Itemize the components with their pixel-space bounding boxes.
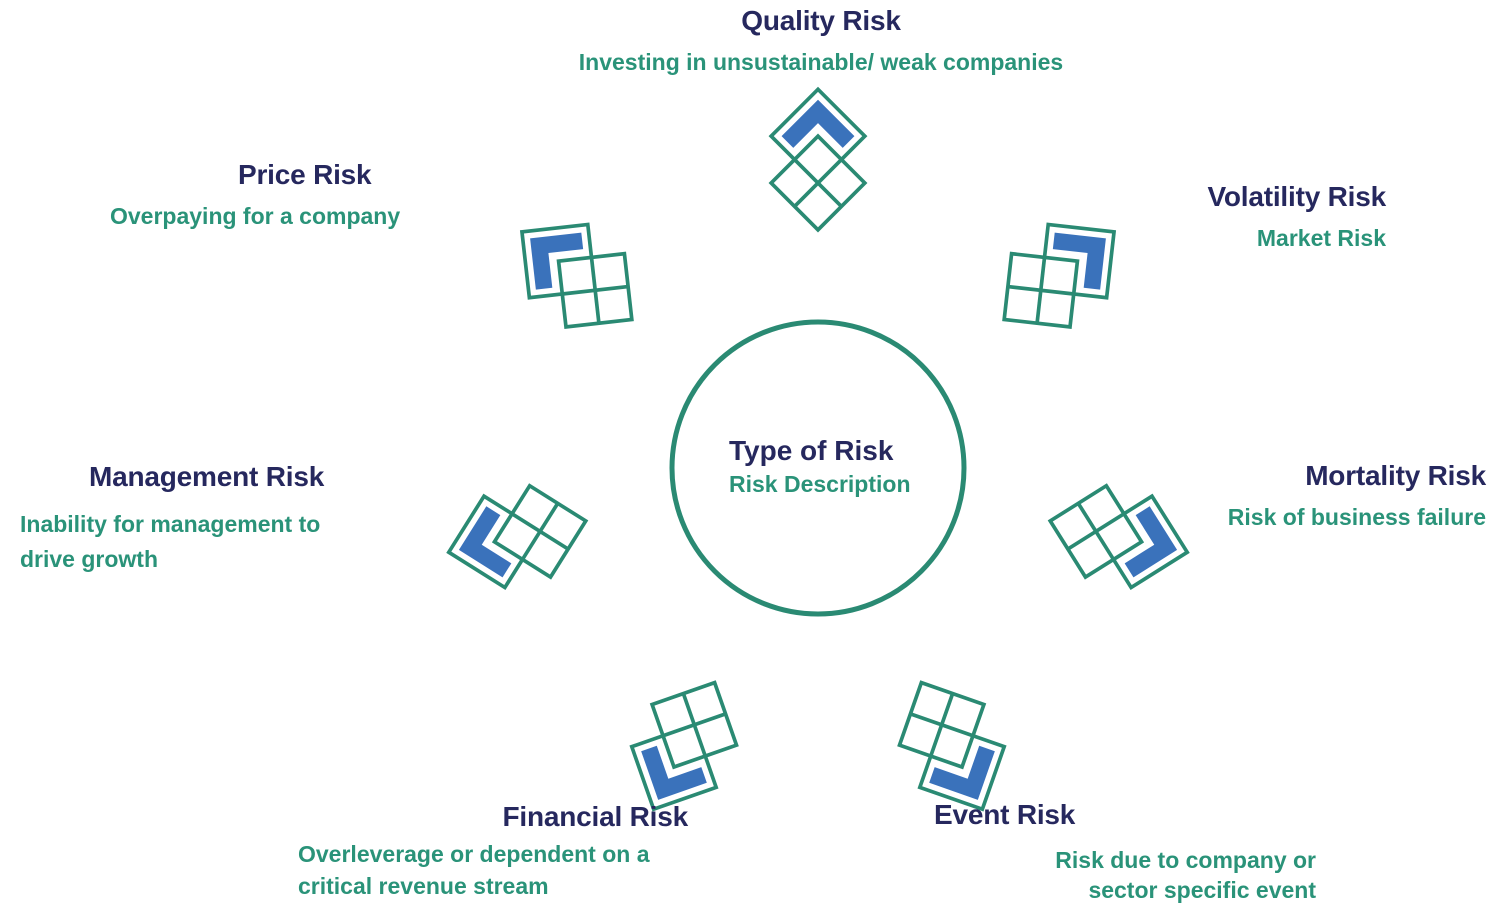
risk-title-financial: Financial Risk [502, 801, 689, 832]
risk-label-event-title: Event Risk [934, 798, 1075, 832]
risk-label-quality: Quality Risk Investing in unsustainable/… [0, 4, 1494, 76]
risk-description-event-line1: Risk due to company or [1055, 847, 1316, 873]
risk-description-volatility: Market Risk [1256, 225, 1386, 252]
risk-description-event-line2: sector specific event [1088, 877, 1316, 904]
risk-grid-icon-management [431, 450, 604, 623]
risk-title-mortality: Mortality Risk [1305, 460, 1486, 491]
risk-label-price: Price Risk Overpaying for a company [110, 158, 400, 230]
center-title: Type of Risk [729, 435, 894, 466]
risk-title-management: Management Risk [89, 461, 325, 492]
risk-description-financial-line2: critical revenue stream [298, 873, 549, 900]
risk-label-financial-title: Financial Risk [503, 800, 689, 834]
risk-label-mortality: Mortality Risk Risk of business failure [1228, 459, 1486, 531]
risk-description-mortality: Risk of business failure [1227, 504, 1486, 531]
risk-label-management-title: Management Risk [89, 460, 324, 494]
risk-description-price: Overpaying for a company [110, 203, 401, 230]
risk-description-quality: Investing in unsustainable/ weak compani… [578, 49, 1064, 76]
risk-title-event: Event Risk [934, 799, 1076, 830]
risk-title-price: Price Risk [238, 159, 372, 190]
risk-description-management-line1: Inability for management to [20, 511, 321, 537]
risk-label-volatility: Volatility Risk Market Risk [1207, 180, 1386, 252]
center-label: Type of Risk Risk Description [729, 434, 911, 498]
risk-label-event-desc: Risk due to company or sector specific e… [1055, 846, 1316, 904]
risk-grid-icon-price [476, 175, 678, 377]
center-circle [669, 319, 967, 617]
center-description: Risk Description [729, 471, 911, 498]
risk-grid-icon-volatility [958, 175, 1160, 377]
risk-title-quality: Quality Risk [741, 5, 901, 36]
risk-label-management-desc: Inability for management to drive growth [20, 510, 320, 573]
risk-title-volatility: Volatility Risk [1207, 181, 1386, 212]
risk-description-financial-line1: Overleverage or dependent on a [298, 841, 650, 867]
risk-label-financial-desc: Overleverage or dependent on a critical … [298, 840, 650, 900]
risk-grid-icon-quality [745, 87, 891, 232]
risk-grid-icon-mortality [1032, 450, 1205, 623]
risk-description-management-line2: drive growth [20, 546, 159, 573]
